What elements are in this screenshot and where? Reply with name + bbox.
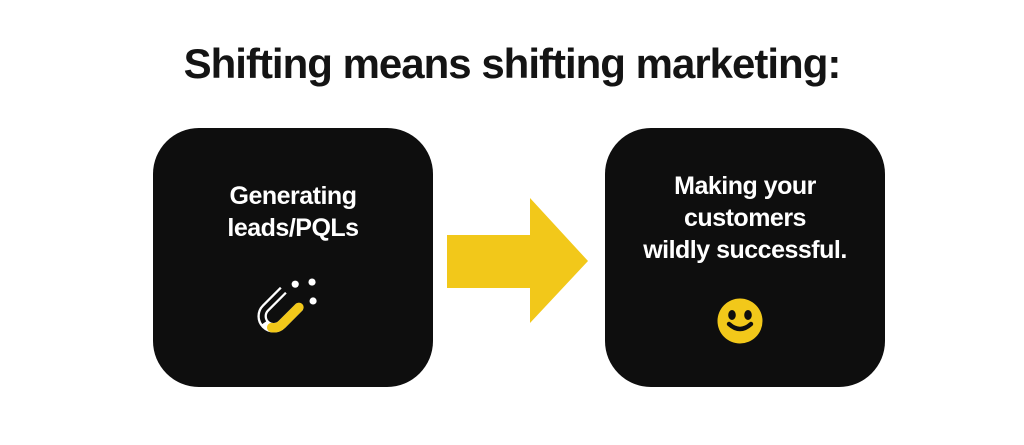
- card-generating-leads: Generating leads/PQLs: [153, 128, 433, 387]
- smiley-icon: [717, 298, 763, 344]
- arrow-right-icon: [447, 198, 588, 323]
- card-generating-leads-text: Generating leads/PQLs: [153, 180, 433, 244]
- page-title: Shifting means shifting marketing:: [183, 40, 842, 87]
- card-text-line: Making your: [674, 172, 816, 200]
- magnet-icon: [257, 278, 317, 333]
- card-text-line: customers: [684, 204, 806, 232]
- card-text-line: Generating: [229, 182, 357, 210]
- card-customer-success: Making your customers wildly successful.: [605, 128, 885, 387]
- card-customer-success-text: Making your customers wildly successful.: [605, 170, 885, 266]
- card-text-line: wildly successful.: [643, 236, 847, 264]
- card-text-line: leads/PQLs: [227, 214, 359, 242]
